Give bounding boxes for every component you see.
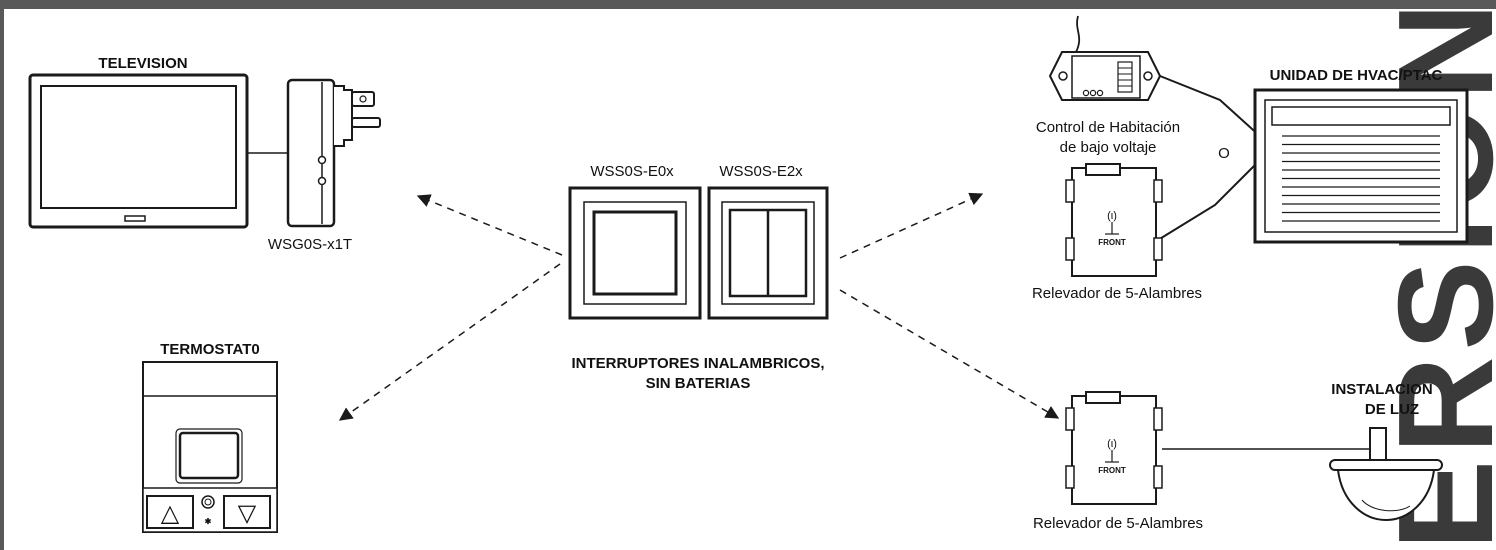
relay-top-label: Relevador de 5-Alambres bbox=[1032, 285, 1202, 302]
arrow-to-relay-top bbox=[839, 192, 984, 259]
arrow-to-relay-bottom bbox=[839, 289, 1060, 419]
room-control-label-line2: de bajo voltaje bbox=[1060, 139, 1157, 156]
room-control-label-line1: Control de Habitación bbox=[1036, 119, 1180, 136]
thermostat-title: TERMOSTAT0 bbox=[160, 341, 259, 358]
plug-adapter-icon bbox=[286, 78, 381, 228]
light-title-line2: DE LUZ bbox=[1365, 401, 1419, 418]
switch-e0x-label: WSS0S-E0x bbox=[590, 163, 674, 180]
hvac-wires bbox=[1157, 75, 1263, 241]
hvac-group: UNIDAD DE HVAC/PTAC bbox=[1253, 67, 1469, 244]
light-fixture-icon bbox=[1329, 427, 1443, 522]
double-rocker-switch bbox=[707, 186, 829, 320]
svg-text:✱: ✱ bbox=[205, 517, 212, 526]
thermostat-icon: ✱ bbox=[142, 361, 278, 533]
room-control-group: Control de Habitación de bajo voltaje O bbox=[1036, 15, 1230, 162]
television-icon bbox=[28, 73, 249, 229]
hvac-title: UNIDAD DE HVAC/PTAC bbox=[1270, 67, 1443, 84]
or-label: O bbox=[1218, 145, 1230, 162]
relay-top-wireless-icon: (ι) bbox=[1107, 210, 1117, 222]
relay-bottom-group: (ι) FRONT Relevador de 5-Alambres bbox=[1033, 391, 1203, 532]
relay-bottom-front-label: FRONT bbox=[1098, 466, 1126, 475]
relay-bottom-icon bbox=[1065, 391, 1163, 505]
relay-top-front-label: FRONT bbox=[1098, 238, 1126, 247]
thermostat-group: TERMOSTAT0 ✱ △ ▽ bbox=[142, 341, 278, 533]
switches-title-line2: SIN BATERIAS bbox=[646, 375, 751, 392]
relay-bottom-wireless-icon: (ι) bbox=[1107, 438, 1117, 450]
switch-e2x-label: WSS0S-E2x bbox=[719, 163, 803, 180]
room-control-module-icon bbox=[1048, 15, 1162, 101]
light-title-line1: INSTALACION bbox=[1331, 381, 1432, 398]
arrow-to-thermostat bbox=[338, 263, 561, 421]
relay-bottom-label: Relevador de 5-Alambres bbox=[1033, 515, 1203, 532]
temp-down-icon: ▽ bbox=[238, 500, 257, 527]
temp-up-icon: △ bbox=[161, 500, 180, 527]
light-fixture-group: INSTALACION DE LUZ bbox=[1329, 381, 1443, 522]
left-frame-bar bbox=[0, 0, 4, 550]
top-frame-bar bbox=[0, 0, 1496, 9]
hvac-unit-icon bbox=[1253, 88, 1469, 244]
arrow-to-tv bbox=[416, 194, 563, 256]
switches-title-line1: INTERRUPTORES INALAMBRICOS, bbox=[571, 355, 824, 372]
adapter-label: WSG0S-x1T bbox=[268, 236, 352, 253]
relay-top-icon bbox=[1065, 163, 1163, 277]
single-rocker-switch bbox=[568, 186, 702, 320]
signal-arrows bbox=[338, 192, 1060, 421]
relay-top-group: (ι) FRONT Relevador de 5-Alambres bbox=[1032, 163, 1202, 302]
wireless-switches-group: WSS0S-E0x WSS0S-E2x INTERRUPTORES INALAM… bbox=[568, 163, 829, 392]
television-group: TELEVISION WSG0S-x1T bbox=[28, 55, 381, 253]
television-title: TELEVISION bbox=[98, 55, 187, 72]
